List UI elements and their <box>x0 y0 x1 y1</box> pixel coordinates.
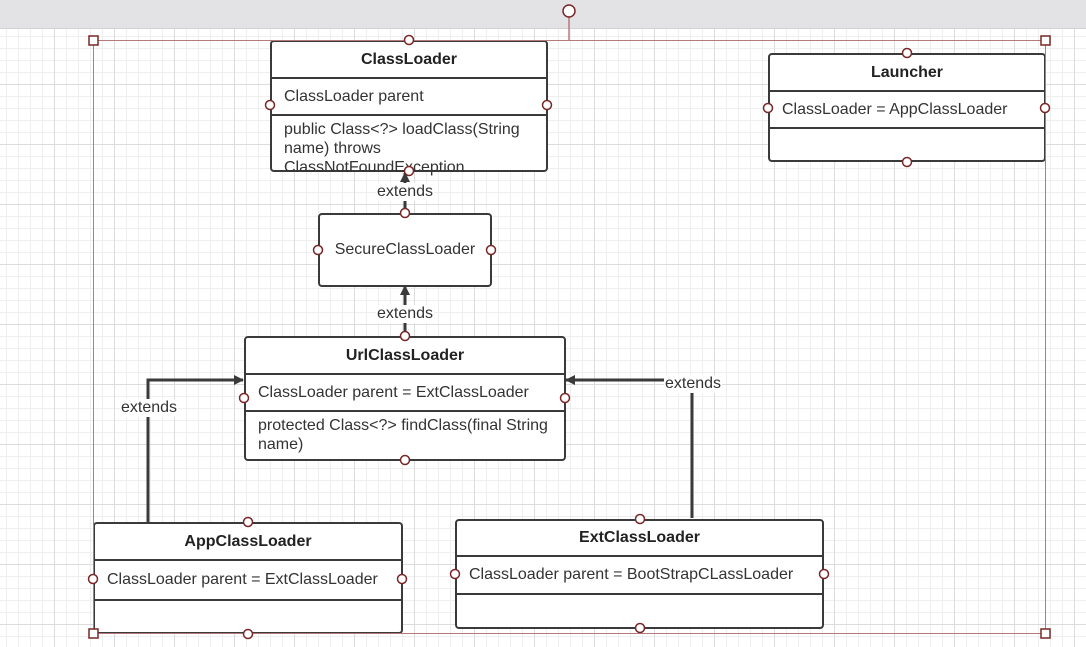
class-launcher[interactable]: Launcher ClassLoader = AppClassLoader <box>768 53 1046 162</box>
resize-handle-bottom-right[interactable] <box>1040 628 1051 639</box>
class-name: UrlClassLoader <box>246 338 564 375</box>
connection-point[interactable] <box>541 99 553 111</box>
connection-point[interactable] <box>901 47 913 59</box>
edge-label-extends: extends <box>376 305 435 323</box>
connection-point[interactable] <box>485 244 497 256</box>
class-name: AppClassLoader <box>95 524 401 561</box>
connection-point[interactable] <box>396 573 408 585</box>
connection-point[interactable] <box>264 99 276 111</box>
class-urlclassloader[interactable]: UrlClassLoader ClassLoader parent = ExtC… <box>244 336 566 461</box>
class-field: ClassLoader = AppClassLoader <box>770 92 1044 129</box>
class-name: ExtClassLoader <box>457 521 822 557</box>
connection-point[interactable] <box>818 568 830 580</box>
connection-point[interactable] <box>762 102 774 114</box>
class-field: ClassLoader parent <box>272 79 546 116</box>
connection-points <box>87 34 1051 640</box>
class-extclassloader[interactable]: ExtClassLoader ClassLoader parent = Boot… <box>455 519 824 629</box>
resize-handle-top-right[interactable] <box>1040 35 1051 46</box>
class-field: ClassLoader parent = BootStrapCLassLoade… <box>457 557 822 595</box>
connection-point[interactable] <box>312 244 324 256</box>
class-name: Launcher <box>770 55 1044 92</box>
class-method: public Class<?> loadClass(String name) t… <box>284 121 520 176</box>
connection-point[interactable] <box>238 392 250 404</box>
connection-point[interactable] <box>634 622 646 634</box>
edge-app-to-url[interactable] <box>146 375 244 522</box>
connection-point[interactable] <box>242 516 254 528</box>
connection-point[interactable] <box>559 392 571 404</box>
connection-point[interactable] <box>399 330 411 342</box>
selection-frame <box>93 40 1046 634</box>
class-secureclassloader[interactable]: SecureClassLoader <box>318 213 492 287</box>
class-method: protected Class<?> findClass(final Strin… <box>258 417 548 453</box>
class-field: ClassLoader parent = ExtClassLoader <box>95 561 401 601</box>
connection-point[interactable] <box>1039 102 1051 114</box>
class-name: SecureClassLoader <box>334 241 476 258</box>
rotate-handle[interactable] <box>562 4 576 18</box>
resize-handle-bottom-left[interactable] <box>88 628 99 639</box>
connection-point[interactable] <box>242 628 254 640</box>
connection-point[interactable] <box>399 207 411 219</box>
edge-label-extends: extends <box>664 375 723 393</box>
class-name: ClassLoader <box>272 42 546 79</box>
connection-point[interactable] <box>399 454 411 466</box>
class-field: ClassLoader parent = ExtClassLoader <box>246 375 564 412</box>
connection-point[interactable] <box>403 165 415 177</box>
resize-handle-top-left[interactable] <box>88 35 99 46</box>
connection-point[interactable] <box>449 568 461 580</box>
connection-point[interactable] <box>87 573 99 585</box>
connection-point[interactable] <box>403 34 415 46</box>
connection-point[interactable] <box>634 513 646 525</box>
connection-point[interactable] <box>901 156 913 168</box>
edge-label-extends: extends <box>120 399 179 417</box>
top-toolbar-strip <box>0 0 1086 29</box>
edge-label-extends: extends <box>376 183 435 201</box>
